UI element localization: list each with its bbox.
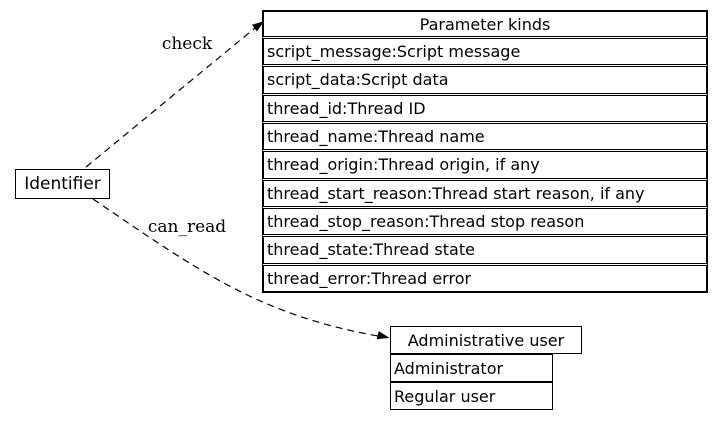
parameter-kinds-row: thread_origin:Thread origin, if any	[263, 151, 707, 179]
identifier-node: Identifier	[15, 169, 110, 199]
identifier-node-label: Identifier	[24, 174, 101, 194]
parameter-kinds-row: script_data:Script data	[263, 66, 707, 94]
can-read-arrowhead	[376, 331, 390, 340]
parameter-kinds-row: thread_id:Thread ID	[263, 94, 707, 122]
parameter-kinds-row: script_message:Script message	[263, 38, 707, 66]
check-edge-label: check	[161, 34, 213, 54]
parameter-kinds-title: Parameter kinds	[263, 11, 707, 37]
parameter-kinds-row: thread_error:Thread error	[263, 264, 707, 292]
parameter-kinds-row: thread_state:Thread state	[263, 236, 707, 264]
administrative-user-row: Regular user	[390, 382, 553, 410]
administrative-user-node: Administrator Regular user	[390, 354, 553, 410]
check-arrowhead	[251, 21, 265, 32]
parameter-kinds-row: thread_start_reason:Thread start reason,…	[263, 179, 707, 207]
administrative-user-title: Administrative user	[390, 326, 582, 354]
parameter-kinds-row: thread_name:Thread name	[263, 122, 707, 151]
parameter-kinds-row: thread_stop_reason:Thread stop reason	[263, 207, 707, 236]
check-edge	[85, 27, 256, 168]
parameter-kinds-node: Parameter kinds script_message:Script me…	[262, 10, 708, 293]
administrative-user-row: Administrator	[390, 354, 553, 382]
can-read-edge-label: can_read	[147, 217, 227, 237]
